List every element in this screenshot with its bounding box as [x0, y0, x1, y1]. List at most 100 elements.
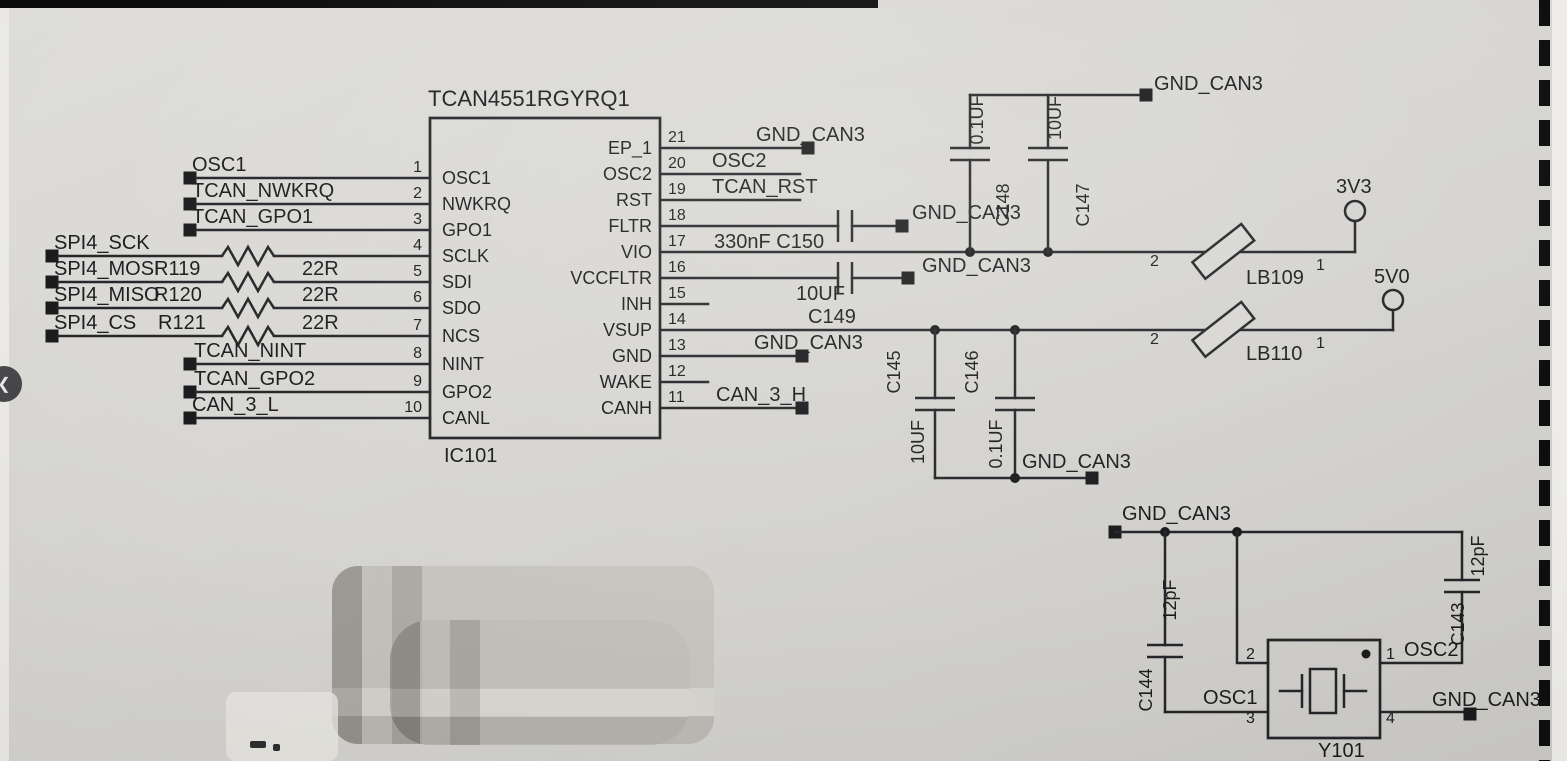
- net-label-tcan-nwkrq: TCAN_NWKRQ: [192, 180, 334, 202]
- pin-num-20: 20: [668, 155, 686, 172]
- net-row-tcan-nwkrq: TCAN_NWKRQ 2: [183, 180, 432, 211]
- ic-tcan4551: TCAN4551RGYRQ1 IC101 OSC1 NWKRQ GPO1 SCL…: [428, 86, 662, 467]
- crystal-refdes: Y101: [1318, 740, 1365, 761]
- net-row-tcan-gpo1: TCAN_GPO1 3: [183, 206, 432, 237]
- net-row-vccfltr: 16 GND_CAN3 10UF C149: [658, 255, 1031, 328]
- crystal-pin4: 4: [1386, 710, 1395, 727]
- net-row-spi4-mosi: SPI4_MOSI R119 22R 5: [45, 258, 432, 294]
- pin-num-8: 8: [413, 345, 422, 362]
- net-label-vsup-gnd: GND_CAN3: [1022, 451, 1131, 473]
- crystal-circuit: GND_CAN3 12pF C144 OSC1 2 3 1 4 Y101 OSC…: [1108, 503, 1541, 761]
- privacy-blur-region: [332, 566, 714, 744]
- net-label-xtal-gnd-right: GND_CAN3: [1432, 689, 1541, 711]
- pin-num-4: 4: [413, 237, 422, 254]
- pin-name-sclk: SCLK: [442, 246, 489, 266]
- pin-name-gpo2: GPO2: [442, 382, 492, 402]
- privacy-blur-region-2: [390, 620, 690, 745]
- net-label-spi4-mosi: SPI4_MOSI: [54, 258, 160, 280]
- pin-num-14: 14: [668, 311, 686, 328]
- resistor-value-r120: 22R: [302, 284, 339, 306]
- pin-num-10: 10: [404, 399, 422, 416]
- bead-lb109-pin1: 1: [1316, 257, 1325, 274]
- net-label-spi4-miso: SPI4_MISO: [54, 284, 160, 306]
- decoupling-caps-vio: GND_CAN3 0.1UF C148 10UF C147: [950, 73, 1263, 254]
- pin-name-gnd: GND: [612, 346, 652, 366]
- net-row-ep1: 21 GND_CAN3: [658, 124, 865, 155]
- capacitor-value-c143: 12pF: [1468, 535, 1488, 576]
- resistor-value-r119: 22R: [302, 258, 339, 280]
- pin-name-wake: WAKE: [600, 372, 652, 392]
- pin-num-17: 17: [668, 233, 686, 250]
- decoupling-caps-vsup: GND_CAN3 C145 C146 10UF 0.1UF: [884, 328, 1131, 485]
- crystal-pin3: 3: [1246, 710, 1255, 727]
- pin-name-fltr: FLTR: [608, 216, 652, 236]
- ic-part-number: TCAN4551RGYRQ1: [428, 86, 630, 111]
- capacitor-label-c150: 330nF C150: [714, 231, 824, 253]
- net-row-vio: 2 1 LB109 3V3 17: [658, 176, 1372, 289]
- net-row-osc2: 20 OSC2: [658, 150, 802, 176]
- resistor-value-r121: 22R: [302, 312, 339, 334]
- pin-name-ep1: EP_1: [608, 138, 652, 159]
- previous-image-button[interactable]: ❮: [0, 366, 22, 402]
- pin-num-13: 13: [668, 337, 686, 354]
- pin-num-1: 1: [413, 159, 422, 176]
- pin-num-3: 3: [413, 211, 422, 228]
- pin-num-19: 19: [668, 181, 686, 198]
- crystal-pin1-marker: [1361, 649, 1371, 659]
- pin-name-osc2: OSC2: [603, 164, 652, 184]
- bead-refdes-lb109: LB109: [1246, 267, 1304, 289]
- net-label-tcan-gpo1: TCAN_GPO1: [192, 206, 313, 228]
- net-label-spi4-sck: SPI4_SCK: [54, 232, 150, 254]
- net-label-fltr-gnd: GND_CAN3: [912, 202, 1021, 224]
- net-label-tcan-rst: TCAN_RST: [712, 176, 818, 198]
- top-black-edge: [0, 0, 878, 8]
- net-label-osc1: OSC1: [192, 154, 246, 176]
- net-label-tcan-gpo2: TCAN_GPO2: [194, 368, 315, 390]
- pin-name-vccfltr: VCCFLTR: [570, 268, 652, 288]
- net-row-tcan-gpo2: TCAN_GPO2 9: [183, 368, 432, 399]
- net-row-gnd13: 13 GND_CAN3: [658, 332, 863, 363]
- net-label-xtal-osc2: OSC2: [1404, 639, 1458, 661]
- capacitor-refdes-c149: C149: [808, 306, 856, 328]
- crystal-pin1: 1: [1386, 646, 1395, 663]
- ferrite-bead-lb110: [1190, 300, 1256, 359]
- net-row-inh: 15: [658, 285, 710, 306]
- bead-lb110-pin2: 2: [1150, 331, 1159, 348]
- pin-name-inh: INH: [621, 294, 652, 314]
- capacitor-refdes-c145: C145: [884, 350, 904, 393]
- capacitor-refdes-c148: C148: [993, 183, 1013, 226]
- capacitor-refdes-c144: C144: [1136, 668, 1156, 711]
- pin-name-sdi: SDI: [442, 272, 472, 292]
- net-row-wake: 12: [658, 363, 710, 384]
- ferrite-bead-lb109: [1190, 222, 1256, 281]
- bead-refdes-lb110: LB110: [1246, 343, 1302, 365]
- pin-num-12: 12: [668, 363, 686, 380]
- net-label-spi4-cs: SPI4_CS: [54, 312, 136, 334]
- pin-num-16: 16: [668, 259, 686, 276]
- net-label-gnd13: GND_CAN3: [754, 332, 863, 354]
- net-label-xtal-top-gnd: GND_CAN3: [1122, 503, 1231, 525]
- stray-ink-dash: [250, 741, 266, 748]
- net-row-osc1: OSC1 1: [183, 154, 432, 185]
- pin-num-15: 15: [668, 285, 686, 302]
- chevron-left-icon: ❮: [0, 374, 11, 394]
- bead-lb110-pin1: 1: [1316, 335, 1325, 352]
- pin-num-11: 11: [668, 389, 685, 406]
- pin-name-nwkrq: NWKRQ: [442, 194, 511, 214]
- net-label-tcan-nint: TCAN_NINT: [194, 340, 306, 362]
- ic-refdes: IC101: [444, 445, 497, 467]
- net-row-spi4-sck: SPI4_SCK 4: [45, 232, 432, 268]
- net-label-xtal-osc1: OSC1: [1203, 687, 1257, 709]
- net-label-top-gnd: GND_CAN3: [1154, 73, 1263, 95]
- net-row-canh: 11 CAN_3_H: [658, 384, 809, 415]
- stray-ink-dot: [273, 744, 280, 751]
- pin-name-nint: NINT: [442, 354, 484, 374]
- resistor-refdes-r119: R119: [154, 258, 200, 280]
- capacitor-refdes-c147: C147: [1073, 183, 1093, 226]
- resistor-refdes-r121: R121: [158, 312, 206, 334]
- net-label-ep1-gnd: GND_CAN3: [756, 124, 865, 146]
- paper-highlight-patch: [226, 692, 338, 761]
- bead-lb109-pin2: 2: [1150, 253, 1159, 270]
- net-label-can3h: CAN_3_H: [716, 384, 806, 406]
